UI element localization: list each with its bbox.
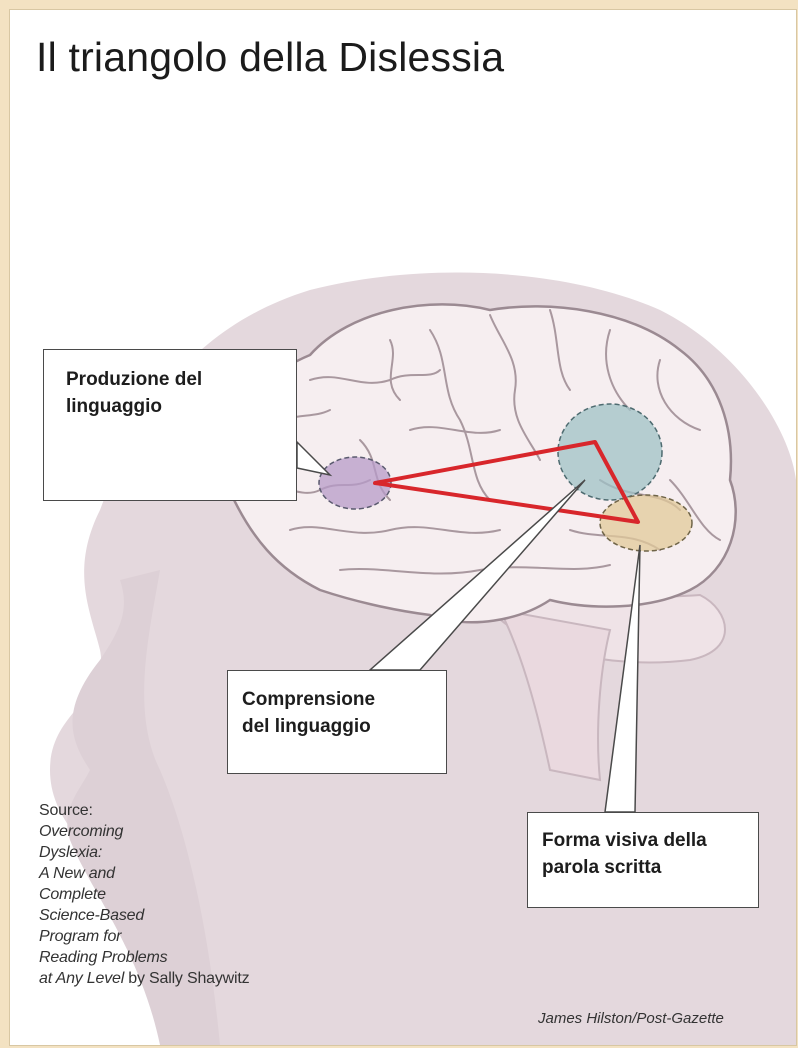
callout-produzione-linguaggio: Produzione del linguaggio bbox=[43, 349, 297, 501]
source-line: Overcoming bbox=[39, 823, 123, 840]
source-line: Program for bbox=[39, 928, 121, 945]
source-line: Complete bbox=[39, 886, 106, 903]
source-line: at Any Level bbox=[39, 970, 124, 987]
illustration-credit: James Hilston/Post-Gazette bbox=[538, 1010, 724, 1027]
callout-label-line: Forma visiva della bbox=[542, 827, 758, 854]
region-comprensione bbox=[558, 404, 662, 500]
source-label: Source: bbox=[39, 800, 369, 821]
source-line: Dyslexia: bbox=[39, 844, 102, 861]
callout-forma-visiva: Forma visiva della parola scritta bbox=[527, 812, 759, 908]
region-forma bbox=[600, 495, 692, 551]
source-line: Reading Problems bbox=[39, 949, 167, 966]
source-citation: Source: Overcoming Dyslexia: A New and C… bbox=[39, 800, 369, 989]
callout-comprensione-linguaggio: Comprensione del linguaggio bbox=[227, 670, 447, 774]
callout-label-line: del linguaggio bbox=[242, 713, 446, 740]
callout-label-line: Produzione del bbox=[66, 366, 296, 393]
source-author: by Sally Shaywitz bbox=[124, 970, 249, 987]
callout-label-line: parola scritta bbox=[542, 854, 758, 881]
callout-label-line: linguaggio bbox=[66, 393, 296, 420]
page-title: Il triangolo della Dislessia bbox=[36, 34, 504, 81]
infographic-frame: Il triangolo della Dislessia Produzione … bbox=[9, 9, 797, 1046]
source-line: A New and bbox=[39, 865, 115, 882]
source-line: Science-Based bbox=[39, 907, 144, 924]
callout-label-line: Comprensione bbox=[242, 686, 446, 713]
